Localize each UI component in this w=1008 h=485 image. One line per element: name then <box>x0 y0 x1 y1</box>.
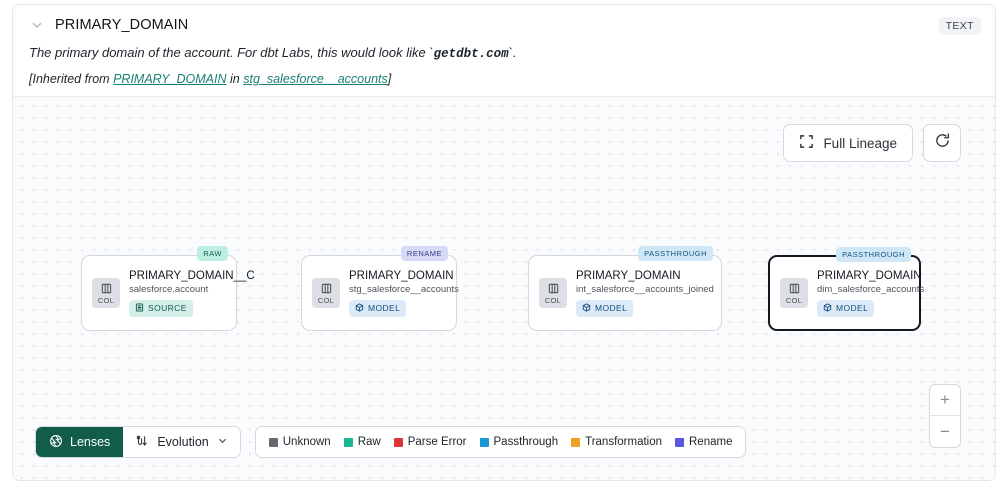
column-icon-label: COL <box>97 295 115 305</box>
node-source: dim_salesforce_accounts <box>817 283 925 295</box>
description-text-pre: The primary domain of the account. For d… <box>29 45 434 60</box>
legend-label: Rename <box>689 436 733 448</box>
lenses-segment: Lenses Evolution <box>35 426 241 458</box>
lineage-node[interactable]: PASSTHROUGH COL PRIMARY_DOMAIN int_sales… <box>528 246 722 331</box>
canvas-controls: Full Lineage <box>783 124 961 162</box>
lineage-canvas[interactable]: Full Lineage RAW COL PRIM <box>13 96 995 480</box>
refresh-button[interactable] <box>923 124 961 162</box>
zoom-controls: + − <box>929 384 961 448</box>
column-icon: COL <box>539 278 567 308</box>
node-kind-label: MODEL <box>595 303 628 313</box>
column-type-badge: TEXT <box>938 17 981 35</box>
node-kind-badge: SOURCE <box>129 299 193 317</box>
full-lineage-label: Full Lineage <box>823 135 897 151</box>
lineage-node-selected[interactable]: PASSTHROUGH COL PRIMARY_DOMAIN dim_sales… <box>768 247 925 331</box>
column-icon-label: COL <box>544 295 562 305</box>
node-kind-label: MODEL <box>368 303 401 313</box>
lineage-node[interactable]: RENAME COL PRIMARY_DOMAIN stg_salesforce… <box>301 246 459 331</box>
full-lineage-button[interactable]: Full Lineage <box>783 124 913 162</box>
legend-label: Transformation <box>585 436 662 448</box>
inherited-column-link[interactable]: PRIMARY_DOMAIN <box>113 71 227 86</box>
legend-item: Transformation <box>571 436 662 448</box>
node-name: PRIMARY_DOMAIN <box>349 269 454 282</box>
legend-item: Unknown <box>268 436 331 448</box>
evolution-dropdown[interactable]: Evolution <box>123 427 239 457</box>
legend-label: Parse Error <box>407 436 467 448</box>
zoom-in-button[interactable]: + <box>930 385 960 416</box>
inherited-model-link[interactable]: stg_salesforce__accounts <box>243 71 388 86</box>
chevron-down-icon <box>217 435 228 449</box>
node-kind-label: MODEL <box>836 303 869 313</box>
evolution-label: Evolution <box>157 435 209 449</box>
cube-icon <box>582 302 591 314</box>
legend-swatch <box>479 437 489 447</box>
lineage-toolbar: Lenses Evolution <box>35 426 747 458</box>
legend-label: Unknown <box>282 436 331 448</box>
legend-swatch <box>571 437 581 447</box>
lineage-legend: Unknown Raw Parse Error Passthrough Tran… <box>254 426 747 458</box>
legend-label: Raw <box>357 436 381 448</box>
node-source: salesforce.account <box>129 283 209 295</box>
aperture-icon <box>49 434 63 451</box>
zoom-out-button[interactable]: − <box>940 421 950 441</box>
legend-label: Passthrough <box>493 436 559 448</box>
column-description: The primary domain of the account. For d… <box>29 44 979 63</box>
inherited-prefix: [Inherited from <box>29 71 114 86</box>
legend-item: Rename <box>675 436 732 448</box>
legend-swatch <box>675 437 684 447</box>
node-tag: PASSTHROUGH <box>836 247 911 262</box>
node-source: stg_salesforce__accounts <box>349 283 459 295</box>
refresh-icon <box>934 132 951 154</box>
node-name: PRIMARY_DOMAIN <box>817 269 922 282</box>
node-source: int_salesforce__accounts_joined <box>576 283 714 295</box>
node-name: PRIMARY_DOMAIN <box>576 269 681 282</box>
inherited-from-line: [Inherited from PRIMARY_DOMAIN in stg_sa… <box>29 72 979 86</box>
evolution-icon <box>135 434 149 451</box>
inherited-suffix: ] <box>387 71 392 86</box>
legend-item: Parse Error <box>393 436 467 448</box>
node-kind-badge: MODEL <box>349 299 407 317</box>
inherited-mid: in <box>226 71 244 86</box>
cube-icon <box>355 302 364 314</box>
column-icon: COL <box>312 278 340 308</box>
node-tag: RENAME <box>400 246 448 261</box>
column-icon-label: COL <box>317 295 335 305</box>
cube-icon <box>823 302 832 314</box>
lenses-label: Lenses <box>70 435 111 449</box>
description-text-post: `. <box>508 45 517 60</box>
node-kind-badge: MODEL <box>817 299 875 317</box>
node-kind-label: SOURCE <box>148 303 187 313</box>
panel-header: PRIMARY_DOMAIN TEXT The primary domain o… <box>13 5 995 95</box>
node-name: PRIMARY_DOMAIN__C <box>129 269 255 282</box>
legend-swatch <box>343 437 353 447</box>
node-kind-badge: MODEL <box>576 299 634 317</box>
node-tag: RAW <box>197 246 228 261</box>
legend-swatch <box>268 437 278 447</box>
node-tag: PASSTHROUGH <box>638 246 713 261</box>
column-icon: COL <box>92 278 120 308</box>
column-icon: COL <box>780 278 808 308</box>
column-icon-label: COL <box>785 295 803 305</box>
lenses-button[interactable]: Lenses <box>36 427 124 457</box>
legend-item: Raw <box>343 436 381 448</box>
description-code: getdbt.com <box>433 47 509 61</box>
chevron-down-icon[interactable] <box>29 17 45 33</box>
legend-swatch <box>393 437 403 447</box>
lineage-edges <box>13 97 313 247</box>
page-title: PRIMARY_DOMAIN <box>55 17 189 33</box>
expand-icon <box>799 134 814 152</box>
database-icon <box>135 302 144 314</box>
column-detail-panel: PRIMARY_DOMAIN TEXT The primary domain o… <box>12 4 996 481</box>
legend-item: Passthrough <box>479 436 559 448</box>
lineage-node[interactable]: RAW COL PRIMARY_DOMAIN__C salesforce.acc… <box>81 246 255 331</box>
